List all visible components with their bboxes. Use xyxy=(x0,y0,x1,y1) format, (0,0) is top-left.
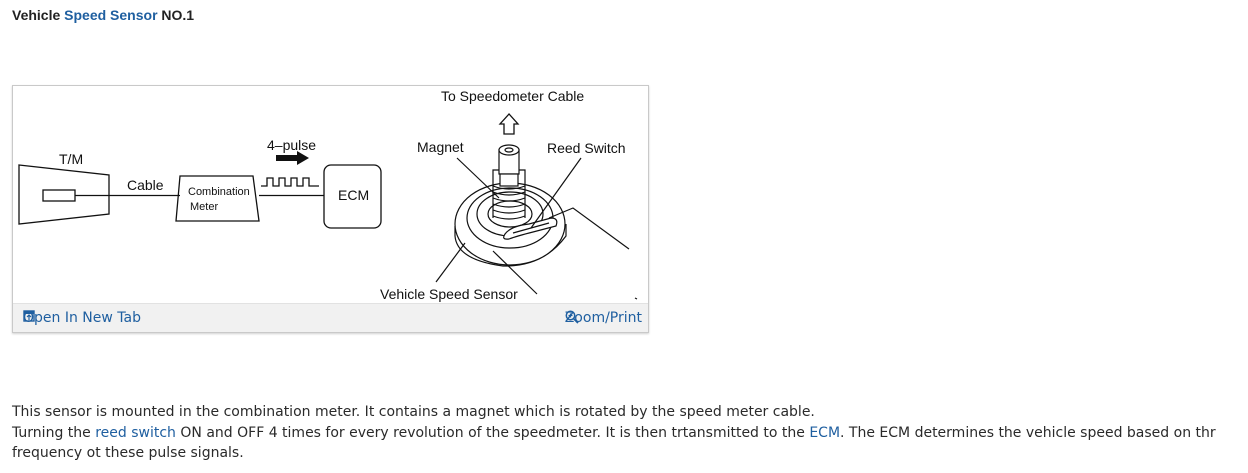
ecm-label: ECM xyxy=(338,187,369,203)
figure-toolbar: Open In New Tab Zoom/Print xyxy=(13,303,648,332)
pulse-arrow xyxy=(276,151,309,165)
text-segment: . The ECM determines the vehicle speed b… xyxy=(12,424,1216,462)
combination-meter-box xyxy=(175,175,260,222)
meter-label-line1: Combination xyxy=(188,186,250,198)
zoom-icon xyxy=(565,310,579,324)
open-new-tab-icon xyxy=(23,310,35,322)
pulse-waveform xyxy=(261,177,319,187)
tm-label: T/M xyxy=(59,151,83,167)
description-paragraph: This sensor is mounted in the combinatio… xyxy=(12,402,1242,464)
page-title: Vehicle Speed Sensor NO.1 xyxy=(12,7,194,23)
magnet-label: Magnet xyxy=(417,139,464,155)
text-segment: Turning the xyxy=(12,424,96,441)
up-arrow-icon xyxy=(498,113,520,135)
sensor-assembly xyxy=(435,144,638,300)
figure-card: T/M Cable Combination Meter 4–pulse ECM … xyxy=(12,85,649,333)
description-line-1: This sensor is mounted in the combinatio… xyxy=(12,404,815,420)
open-in-new-tab-button[interactable]: Open In New Tab xyxy=(23,310,141,326)
ecm-box xyxy=(323,164,382,229)
sensor-label: Vehicle Speed Sensor xyxy=(380,286,518,302)
open-in-new-tab-label: Open In New Tab xyxy=(23,310,141,326)
zoom-print-button[interactable]: Zoom/Print xyxy=(565,310,642,326)
title-link[interactable]: Speed Sensor xyxy=(64,7,158,23)
cable-label: Cable xyxy=(127,177,164,193)
title-prefix: Vehicle xyxy=(12,7,61,23)
reed-switch-link[interactable]: reed switch xyxy=(95,424,176,441)
speedometer-label: To Speedometer Cable xyxy=(441,88,584,104)
zoom-print-label: Zoom/Print xyxy=(564,310,642,326)
pulse-label: 4–pulse xyxy=(267,137,316,153)
description-line-2: Turning the reed switch ON and OFF 4 tim… xyxy=(12,423,1242,464)
text-segment: ON and OFF 4 times for every revolution … xyxy=(175,424,810,441)
reed-switch-label: Reed Switch xyxy=(547,140,626,156)
title-suffix: NO.1 xyxy=(161,7,195,23)
ecm-link[interactable]: ECM xyxy=(809,424,841,441)
tm-box xyxy=(18,164,110,225)
tm-shaft xyxy=(42,189,76,202)
meter-label-line2: Meter xyxy=(190,201,218,213)
speed-sensor-diagram[interactable]: T/M Cable Combination Meter 4–pulse ECM … xyxy=(13,86,648,304)
